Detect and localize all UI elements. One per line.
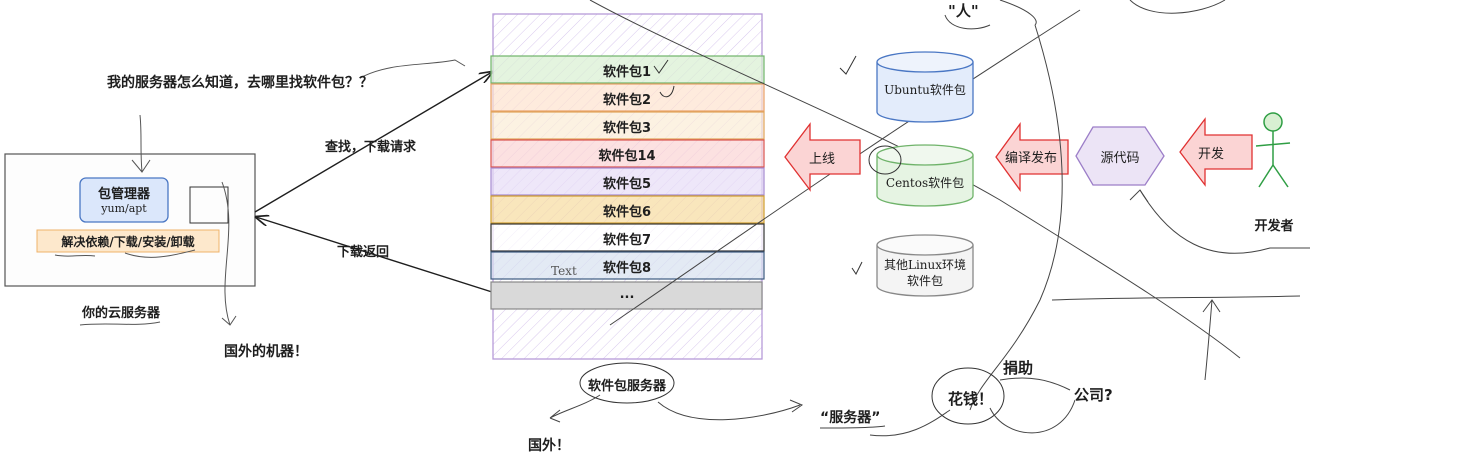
- request-arrow: [254, 72, 492, 213]
- pkg-row-2: [490, 83, 765, 112]
- pkg-manager-sub: yum/apt: [101, 202, 147, 215]
- developer-icon: [1255, 112, 1291, 188]
- develop-arrow: [1179, 117, 1253, 187]
- other-repo: [876, 234, 974, 297]
- sketch-line: [944, 14, 991, 30]
- pkg-manager-title: 包管理器: [97, 187, 151, 202]
- pkg-label-more: ...: [619, 287, 635, 302]
- online-label: 上线: [808, 152, 836, 167]
- check-mark: [659, 85, 675, 98]
- sketch-line: [999, 0, 1037, 26]
- sketch-line: [657, 399, 804, 421]
- download-return-label: 下载返回: [337, 245, 390, 260]
- sketch-line: [999, 377, 1071, 391]
- check-mark: [653, 59, 669, 74]
- sketch-line: [79, 321, 161, 326]
- request-label: 查找，下载请求: [325, 140, 417, 155]
- pkg-label: 软件包3: [602, 121, 652, 136]
- sketch-line: [54, 254, 96, 257]
- compile-publish-arrow: [995, 122, 1069, 192]
- pkg-row-6: [490, 195, 765, 224]
- sketch-line: [989, 399, 1076, 434]
- ubuntu-repo: [876, 51, 974, 123]
- sketch-line: [1051, 295, 1301, 301]
- sketch-line: [1202, 299, 1221, 381]
- sketch-line: [1139, 189, 1310, 254]
- pkg-row-more: [490, 281, 763, 310]
- source-code-hexagon: [1075, 126, 1165, 186]
- develop-label: 开发: [1197, 147, 1225, 162]
- money-ellipse: [931, 367, 1005, 425]
- sketch-line: [609, 9, 1081, 326]
- developer-label: 开发者: [1254, 219, 1294, 234]
- pkg-label: 软件包6: [602, 205, 652, 220]
- compile-publish-label: 编译发布: [1004, 151, 1058, 166]
- pkg-label: 软件包2: [602, 93, 652, 108]
- pkg-label: 软件包14: [598, 149, 656, 164]
- sketch-line: [131, 114, 151, 173]
- sketch-line: [969, 24, 1063, 411]
- question-label: 我的服务器怎么知道，去哪里找软件包？？: [107, 75, 373, 91]
- pkg-row-3: [490, 111, 765, 140]
- foreign-machine-label: 国外的机器！: [224, 344, 308, 360]
- sketch-line: [124, 249, 196, 258]
- sketch-line: [869, 409, 951, 437]
- donate-label: 捐助: [1003, 359, 1034, 377]
- pkg-row-1: [490, 55, 765, 84]
- pkg-row-7: [490, 223, 765, 252]
- online-arrow: [784, 122, 861, 192]
- ubuntu-repo-label: Ubuntu软件包: [884, 83, 966, 97]
- check-mark: [839, 55, 857, 75]
- person-label: "人": [948, 2, 979, 20]
- centos-repo-label: Centos软件包: [885, 176, 965, 190]
- pkg-row-8: [490, 251, 765, 280]
- company-label: 公司?: [1074, 386, 1113, 404]
- source-code-label: 源代码: [1100, 151, 1140, 166]
- sketch-line: [549, 394, 601, 423]
- pkg-server-ellipse: [579, 362, 675, 404]
- foreign-label: 国外！: [528, 438, 570, 454]
- centos-highlight: [868, 145, 902, 175]
- pkg-label: 软件包5: [602, 177, 652, 192]
- download-arrow: [256, 217, 493, 293]
- pkg-label: 软件包7: [602, 233, 652, 248]
- sketch-line: [589, 0, 1241, 359]
- pkg-row-5: [490, 167, 765, 196]
- pkg-label: 软件包8: [602, 261, 652, 276]
- check-mark: [851, 261, 863, 275]
- sketch-line: [1129, 189, 1149, 203]
- pkg-row-14: [490, 139, 765, 168]
- cloud-server-caption: 你的云服务器: [81, 306, 161, 321]
- sketch-line: [359, 59, 466, 79]
- other-repo-label-2: 软件包: [906, 274, 944, 288]
- sketch-line: [1129, 0, 1226, 14]
- functions-label: 解决依赖/下载/安装/卸载: [61, 235, 195, 249]
- pkg-server-label: 软件包服务器: [587, 379, 667, 394]
- spend-money-label: 花钱！: [948, 390, 994, 408]
- stray-text-label: Text: [551, 264, 577, 278]
- pkg-label: 软件包1: [602, 65, 652, 80]
- functions-box: [36, 229, 220, 253]
- pkg-manager-box: [79, 177, 169, 223]
- server-quote-label: “服务器”: [820, 410, 881, 426]
- sketch-line: [221, 181, 237, 326]
- sketch-line: [819, 425, 886, 429]
- other-repo-label-1: 其他Linux环境: [883, 258, 967, 272]
